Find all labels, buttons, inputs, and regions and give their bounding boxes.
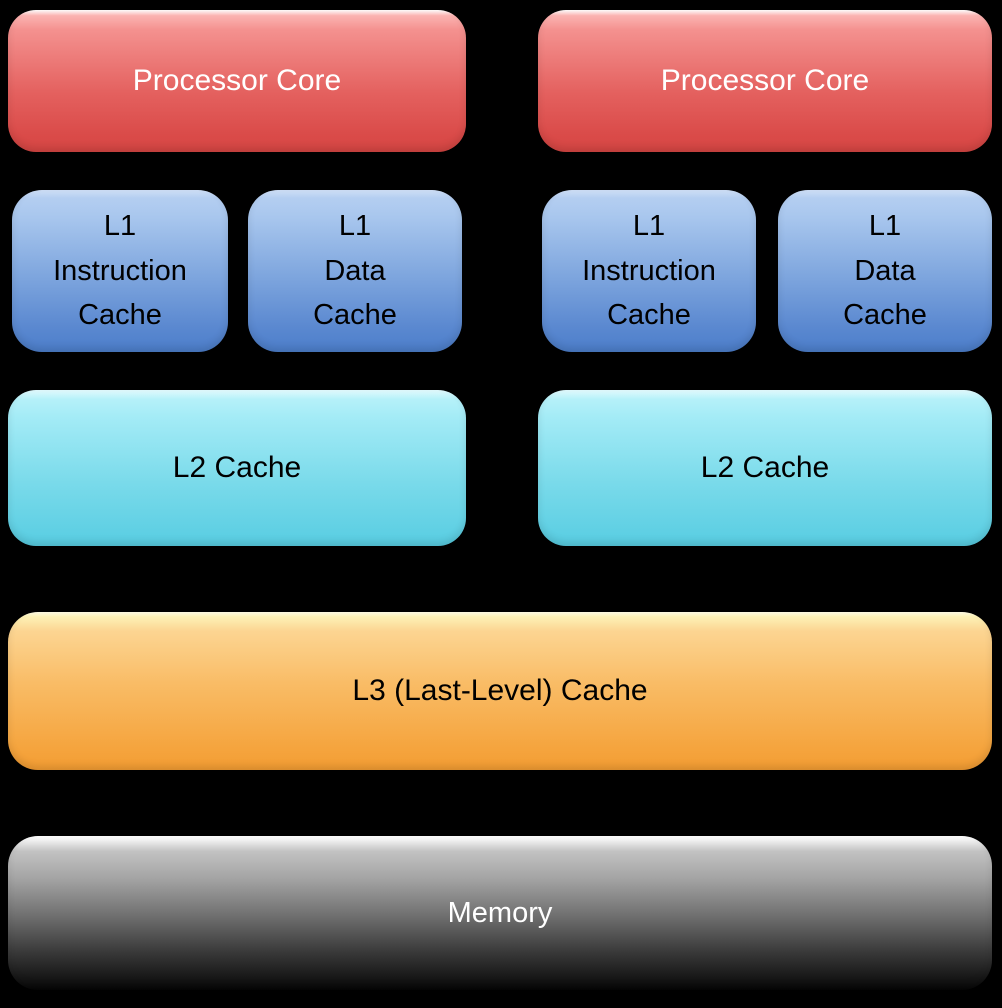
l3-cache-label: L3 (Last-Level) Cache xyxy=(352,673,648,707)
processor-core-label: Processor Core xyxy=(660,63,870,97)
l1-instruction-cache-box-right: L1 Instruction Cache xyxy=(542,190,756,352)
l1-instruction-cache-label: L1 Instruction Cache xyxy=(53,209,187,332)
l2-cache-label: L2 Cache xyxy=(700,450,830,484)
processor-core-box-left: Processor Core xyxy=(8,10,466,152)
memory-box: Memory xyxy=(8,836,992,990)
l2-cache-label: L2 Cache xyxy=(172,450,302,484)
l3-last-level-cache-box: L3 (Last-Level) Cache xyxy=(8,612,992,770)
l2-cache-box-left: L2 Cache xyxy=(8,390,466,546)
l1-data-cache-label: L1 Data Cache xyxy=(843,209,927,332)
l1-data-cache-label: L1 Data Cache xyxy=(313,209,397,332)
l1-data-cache-box-right: L1 Data Cache xyxy=(778,190,992,352)
memory-label: Memory xyxy=(447,896,553,929)
processor-core-box-right: Processor Core xyxy=(538,10,992,152)
l1-instruction-cache-box-left: L1 Instruction Cache xyxy=(12,190,228,352)
l2-cache-box-right: L2 Cache xyxy=(538,390,992,546)
l1-instruction-cache-label: L1 Instruction Cache xyxy=(582,209,716,332)
l1-data-cache-box-left: L1 Data Cache xyxy=(248,190,462,352)
processor-core-label: Processor Core xyxy=(132,63,342,97)
